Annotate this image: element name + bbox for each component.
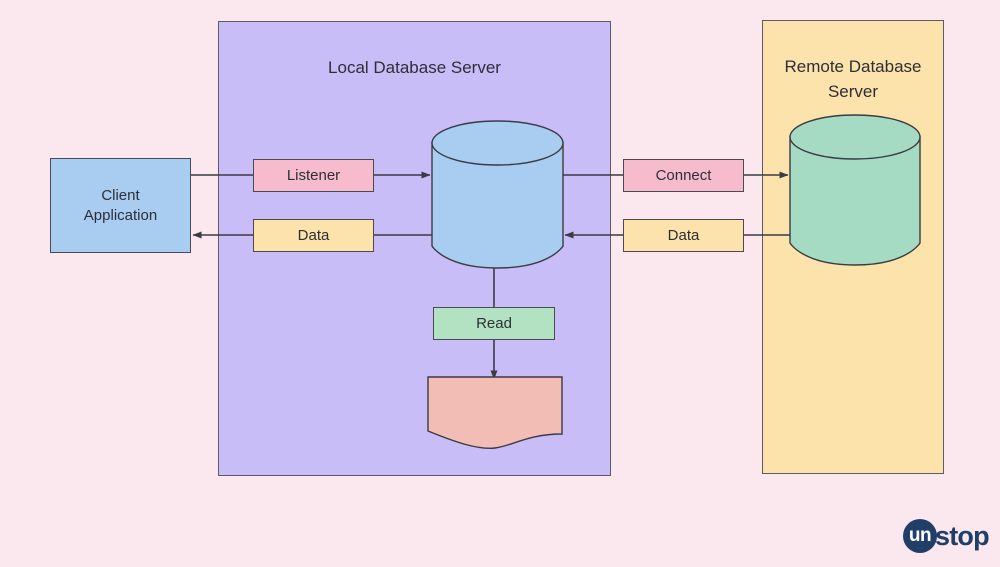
read-box[interactable]: Read bbox=[433, 307, 555, 340]
unstop-logo-mark: un bbox=[903, 519, 937, 553]
local-database-server-label: Local Database Server bbox=[328, 58, 501, 77]
unstop-logo: un stop bbox=[903, 519, 990, 553]
listener-box[interactable]: Listener bbox=[253, 159, 374, 192]
remote-database-server-label: Remote Database Server bbox=[784, 57, 922, 101]
unstop-logo-wordmark: stop bbox=[935, 521, 990, 551]
data-right-box[interactable]: Data bbox=[623, 219, 744, 252]
client-application-box[interactable]: Client Application bbox=[50, 158, 191, 253]
data-left-box[interactable]: Data bbox=[253, 219, 374, 252]
connect-box[interactable]: Connect bbox=[623, 159, 744, 192]
